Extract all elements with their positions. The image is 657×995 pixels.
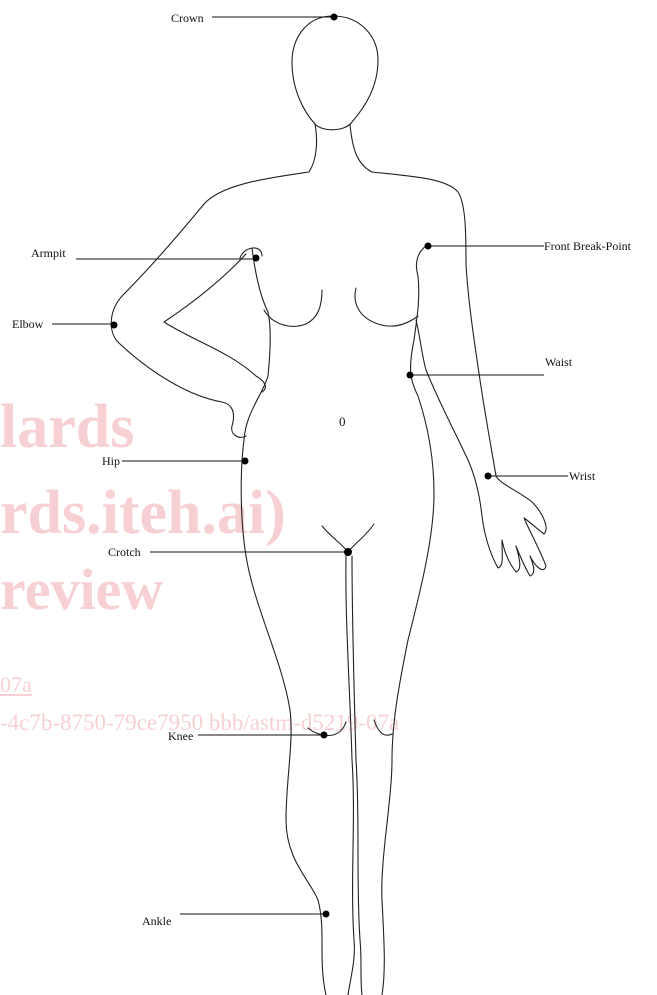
- crown-label: Crown: [171, 11, 204, 25]
- neck-left: [309, 124, 317, 172]
- hip-marker: [242, 458, 249, 465]
- wrist-label: Wrist: [569, 469, 595, 483]
- pelvis-curve: [322, 524, 374, 552]
- front-break-point-label: Front Break-Point: [544, 239, 631, 253]
- left-torso: [241, 248, 326, 995]
- right-arm-outer: [416, 264, 546, 576]
- knee-marker: [321, 732, 328, 739]
- right-torso: [382, 276, 434, 995]
- armpit-label: Armpit: [31, 246, 66, 260]
- right-armpit-curve: [416, 246, 426, 276]
- right-knee-line: [374, 720, 392, 735]
- neck-right: [350, 124, 372, 172]
- front-break-point-marker: [425, 243, 432, 250]
- elbow-label: Elbow: [12, 317, 43, 331]
- center-mark: 0: [339, 415, 346, 429]
- head-outline: [292, 16, 378, 130]
- ankle-marker: [323, 911, 330, 918]
- waist-marker: [407, 372, 414, 379]
- knee-label: Knee: [168, 729, 193, 743]
- hip-label: Hip: [102, 454, 120, 468]
- armpit-marker: [253, 255, 260, 262]
- ankle-label: Ankle: [142, 914, 171, 928]
- left-arm-inner: [164, 254, 265, 392]
- left-breast: [264, 290, 322, 326]
- crotch-marker: [344, 548, 352, 556]
- wrist-marker: [485, 473, 492, 480]
- crown-marker: [331, 14, 338, 21]
- crotch-label: Crotch: [108, 545, 141, 559]
- right-breast: [355, 288, 418, 326]
- right-shoulder: [372, 172, 466, 264]
- left-arm-outer: [111, 172, 309, 437]
- waist-label: Waist: [545, 355, 572, 369]
- elbow-marker: [111, 322, 118, 329]
